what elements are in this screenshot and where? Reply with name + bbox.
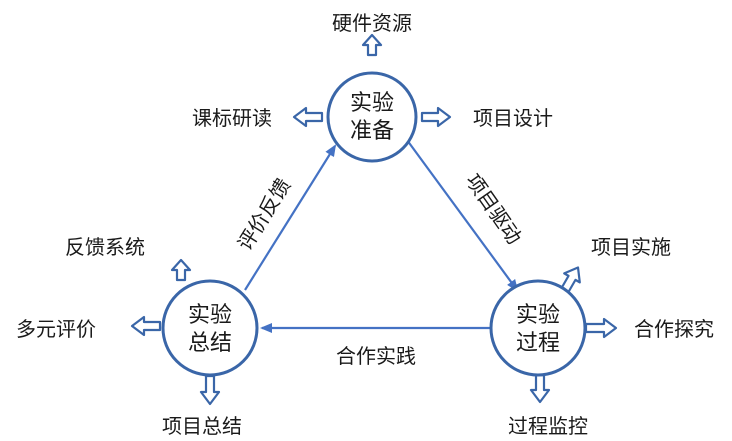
leaf-process-bottom: 过程监控: [508, 414, 588, 438]
leaf-summary-bottom: 项目总结: [162, 414, 242, 438]
node-summary: 实验 总结: [161, 279, 259, 377]
hollow-arrow-right-icon: [584, 317, 618, 339]
node-process: 实验 过程: [489, 279, 587, 377]
hollow-arrow-up-icon: [361, 33, 383, 57]
hollow-arrow-down-icon: [199, 374, 221, 406]
leaf-prep-left: 课标研读: [192, 106, 272, 130]
hollow-arrow-right-icon: [420, 106, 452, 128]
node-process-line1: 实验: [516, 303, 560, 328]
edge-label-summary-to-prep: 评价反馈: [233, 174, 296, 255]
leaf-prep-right: 项目设计: [473, 106, 553, 130]
edge-prep-to-process: [406, 139, 519, 292]
hollow-arrow-down-icon: [529, 372, 551, 404]
leaf-process-right: 合作探究: [634, 317, 714, 341]
edge-summary-to-prep: [244, 144, 337, 291]
hollow-arrow-up-icon: [170, 258, 192, 282]
leaf-summary-left: 多元评价: [16, 317, 96, 341]
leaf-summary-topleft: 反馈系统: [65, 235, 145, 259]
node-prep-line1: 实验: [350, 91, 394, 116]
node-prep-line2: 准备: [350, 119, 394, 144]
hollow-arrow-upright-icon: [560, 266, 581, 294]
node-prep: 实验 准备: [326, 71, 418, 163]
hollow-arrow-left-icon: [130, 315, 162, 337]
leaf-prep-top: 硬件资源: [332, 11, 412, 35]
leaf-process-topright: 项目实施: [591, 235, 671, 259]
node-process-line2: 过程: [516, 331, 560, 356]
hollow-arrow-left-icon: [292, 106, 324, 128]
edge-label-process-to-summary: 合作实践: [336, 344, 416, 368]
node-summary-line2: 总结: [188, 331, 232, 356]
node-summary-line1: 实验: [188, 303, 232, 328]
edge-label-prep-to-process: 项目驱动: [461, 169, 527, 248]
